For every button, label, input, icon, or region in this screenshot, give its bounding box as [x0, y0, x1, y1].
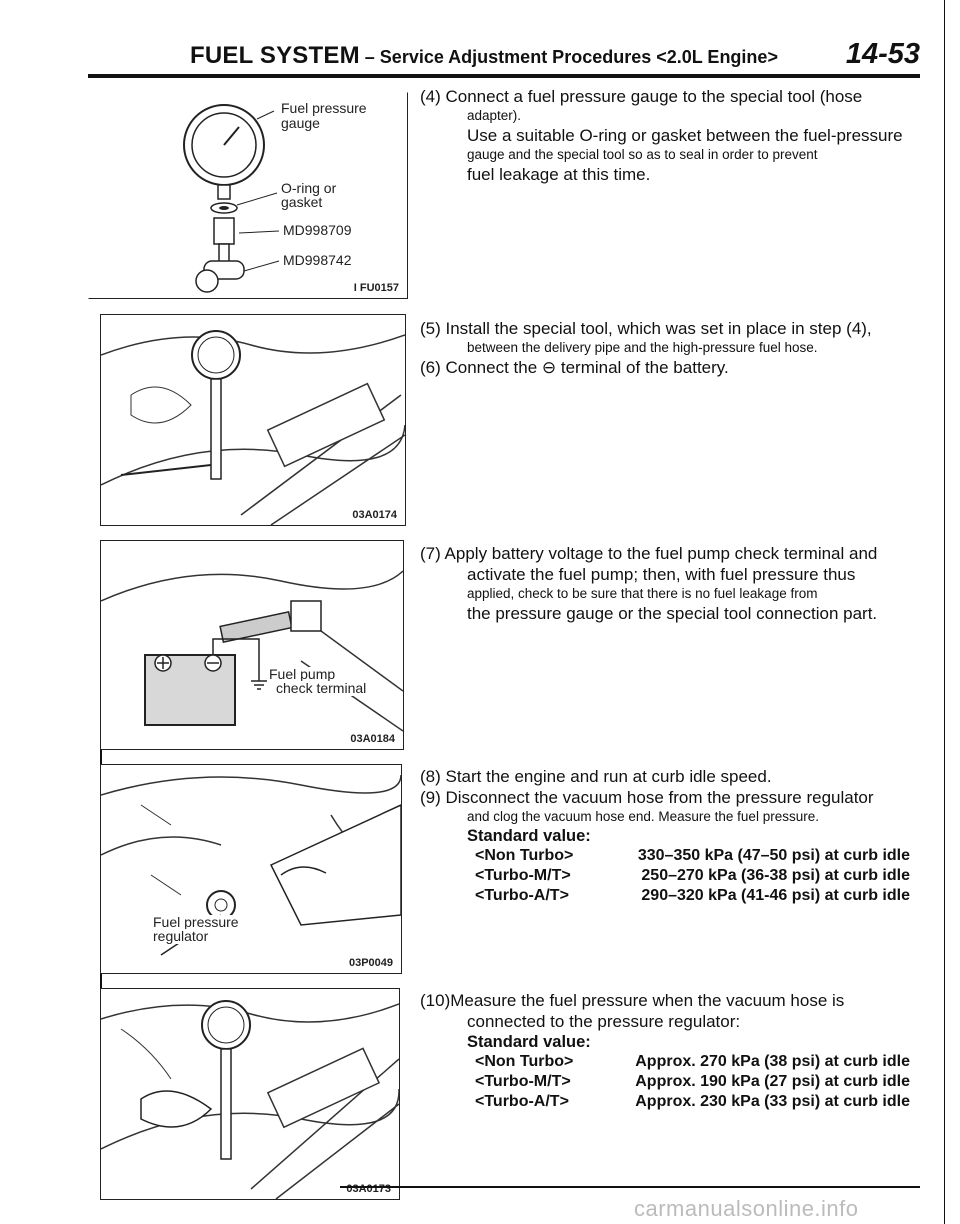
section-title: FUEL SYSTEM	[190, 42, 360, 69]
step-6-line-1: (6) Connect the ⊖ terminal of the batter…	[420, 358, 729, 377]
step-9-line-1: (9) Disconnect the vacuum hose from the …	[420, 788, 874, 807]
step-4: (4) Connect a fuel pressure gauge to the…	[420, 86, 910, 185]
row-value: 250–270 kPa (36-38 psi) at curb idle	[641, 867, 910, 884]
label-fuel-pump: Fuel pump	[269, 666, 336, 682]
step-7-line-2: activate the fuel pump; then, with fuel …	[467, 565, 856, 584]
section-subtitle: Service Adjustment Procedures <2.0L Engi…	[379, 47, 778, 67]
step-7-line-3: applied, check to be sure that there is …	[467, 586, 818, 601]
label-fuel-pressure: Fuel pressure	[153, 914, 239, 930]
row-model: <Turbo-A/T>	[475, 887, 569, 904]
step-9-line-2: and clog the vacuum hose end. Measure th…	[467, 809, 819, 824]
row-value: 330–350 kPa (47–50 psi) at curb idle	[637, 847, 910, 864]
figure-fuel-pump-terminal: Fuel pump check terminal 03A0184	[100, 540, 404, 750]
step-10-row-turbo-at: <Turbo-A/T> Approx. 230 kPa (33 psi) at c…	[420, 1092, 910, 1112]
pressure-regulator-drawing	[101, 774, 401, 956]
figure-engine-gauge: 03A0174	[100, 314, 406, 526]
label-md998742: MD998742	[283, 252, 352, 268]
step-5-line-1: (5) Install the special tool, which was …	[420, 319, 872, 338]
step-4-line-5: fuel leakage at this time.	[467, 165, 651, 184]
label-md998709: MD998709	[283, 222, 352, 238]
page-header: FUEL SYSTEM – Service Adjustment Procedu…	[190, 38, 920, 76]
step-9-row-turbo-mt: <Turbo-M/T> 250–270 kPa (36-38 psi) at cu…	[420, 866, 910, 886]
right-margin-rule	[944, 0, 945, 1224]
step-10-row-non-turbo: <Non Turbo> Approx. 270 kPa (38 psi) at c…	[420, 1052, 910, 1072]
label-gasket: gasket	[281, 194, 323, 210]
row-value: Approx. 230 kPa (33 psi) at curb idle	[635, 1093, 910, 1110]
step-8-line-1: (8) Start the engine and run at curb idl…	[420, 767, 772, 786]
figure-code: I FU0157	[351, 282, 401, 294]
step-10-line-2: connected to the pressure regulator:	[467, 1012, 741, 1031]
step-10-standard-label: Standard value:	[467, 1033, 591, 1051]
label-fuel-pressure: Fuel pressure	[281, 100, 367, 116]
label-gauge: gauge	[281, 115, 320, 131]
step-4-line-4: gauge and the special tool so as to seal…	[467, 147, 818, 162]
footer-rule	[340, 1186, 920, 1188]
title-dash: –	[359, 47, 380, 67]
figure-gauge-tools: Fuel pressure gauge O-ring or gasket MD9…	[88, 92, 408, 299]
header-rule	[88, 74, 920, 78]
figure-code: 03A0184	[348, 733, 397, 745]
step-4-line-1: (4) Connect a fuel pressure gauge to the…	[420, 87, 863, 106]
step-10: (10)Measure the fuel pressure when the v…	[420, 990, 910, 1112]
step-8-9: (8) Start the engine and run at curb idl…	[420, 766, 910, 906]
step-10-line-1: (10)Measure the fuel pressure when the v…	[420, 991, 845, 1010]
gauge-tools-drawing	[183, 104, 280, 293]
figure-code: 03A0174	[350, 509, 399, 521]
row-model: <Turbo-M/T>	[475, 1073, 571, 1090]
step-4-line-3: Use a suitable O-ring or gasket between …	[467, 126, 903, 145]
row-model: <Non Turbo>	[475, 847, 574, 864]
label-regulator: regulator	[153, 928, 209, 944]
step-5: (5) Install the special tool, which was …	[420, 318, 910, 378]
figure-engine-gauge-vacuum: 03A0173	[100, 988, 400, 1200]
fuel-pump-terminal-drawing	[101, 570, 403, 732]
page-number: 14-53	[845, 38, 920, 70]
step-10-row-turbo-mt: <Turbo-M/T> Approx. 190 kPa (27 psi) at c…	[420, 1072, 910, 1092]
row-value: 290–320 kPa (41-46 psi) at curb idle	[641, 887, 910, 904]
label-o-ring: O-ring or	[281, 180, 337, 196]
row-value: Approx. 270 kPa (38 psi) at curb idle	[635, 1053, 910, 1070]
row-model: <Non Turbo>	[475, 1053, 574, 1070]
row-model: <Turbo-M/T>	[475, 867, 571, 884]
step-5-line-2: between the delivery pipe and the high-p…	[467, 340, 818, 355]
engine-gauge-vacuum-drawing	[101, 1000, 399, 1199]
figure-code: 03P0049	[346, 957, 395, 969]
step-7: (7) Apply battery voltage to the fuel pu…	[420, 543, 910, 624]
row-model: <Turbo-A/T>	[475, 1093, 569, 1110]
step-9-standard-label: Standard value:	[467, 827, 591, 845]
step-7-line-1: (7) Apply battery voltage to the fuel pu…	[420, 544, 878, 563]
step-9-row-turbo-at: <Turbo-A/T> 290–320 kPa (41-46 psi) at cu…	[420, 886, 910, 906]
step-9-row-non-turbo: <Non Turbo> 330–350 kPa (47–50 psi) at cu…	[420, 846, 910, 866]
step-7-line-4: the pressure gauge or the special tool c…	[467, 604, 878, 623]
step-4-line-2: adapter).	[467, 108, 522, 123]
label-check-terminal: check terminal	[276, 680, 367, 696]
engine-gauge-drawing	[101, 330, 405, 525]
figure-pressure-regulator: Fuel pressure regulator 03P0049	[100, 764, 402, 974]
row-value: Approx. 190 kPa (27 psi) at curb idle	[635, 1073, 910, 1090]
figure-code: 03A0173	[344, 1183, 393, 1195]
watermark: carmanualsonline.info	[634, 1196, 859, 1221]
